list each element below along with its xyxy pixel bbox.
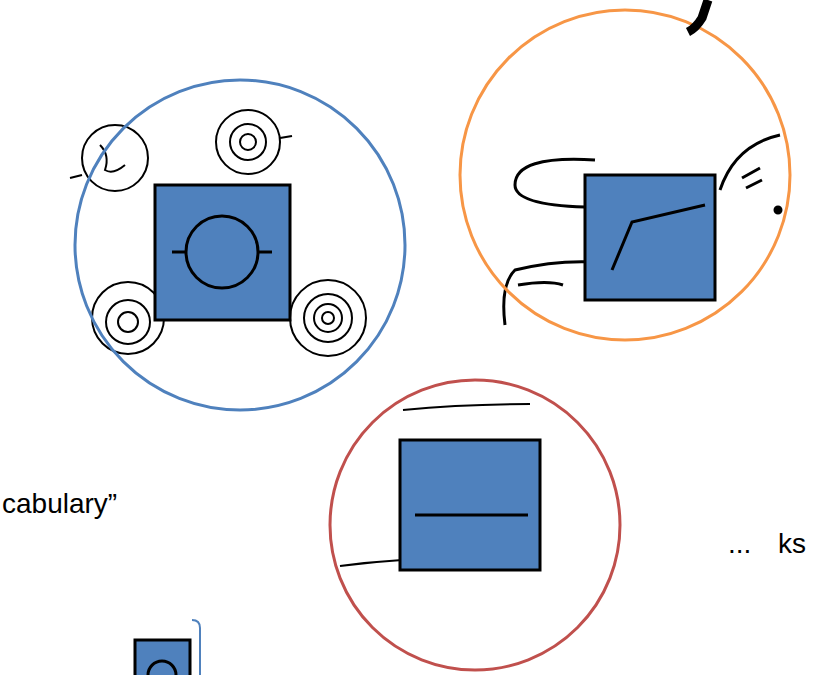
line-symbol — [415, 514, 528, 517]
slide-text: ks — [778, 528, 806, 560]
symbol-box — [155, 185, 290, 320]
title-fragment — [688, 0, 708, 32]
line-sketch — [403, 404, 530, 410]
ellipsis: ... — [728, 528, 751, 560]
category-circle — [460, 10, 790, 340]
category-circle — [75, 80, 405, 410]
body-sketches — [504, 135, 781, 325]
symbol-box — [400, 440, 540, 570]
wheel-symbol — [148, 661, 176, 675]
body-symbol — [612, 205, 705, 270]
line-sketch — [340, 560, 402, 566]
category-circle — [330, 380, 620, 670]
wheel-sketches — [70, 110, 366, 356]
wheel-symbol — [186, 216, 258, 288]
symbol-box — [585, 175, 715, 300]
bracket — [192, 620, 200, 675]
slide-text: cabulary” — [2, 488, 117, 520]
symbol-box — [135, 640, 190, 675]
